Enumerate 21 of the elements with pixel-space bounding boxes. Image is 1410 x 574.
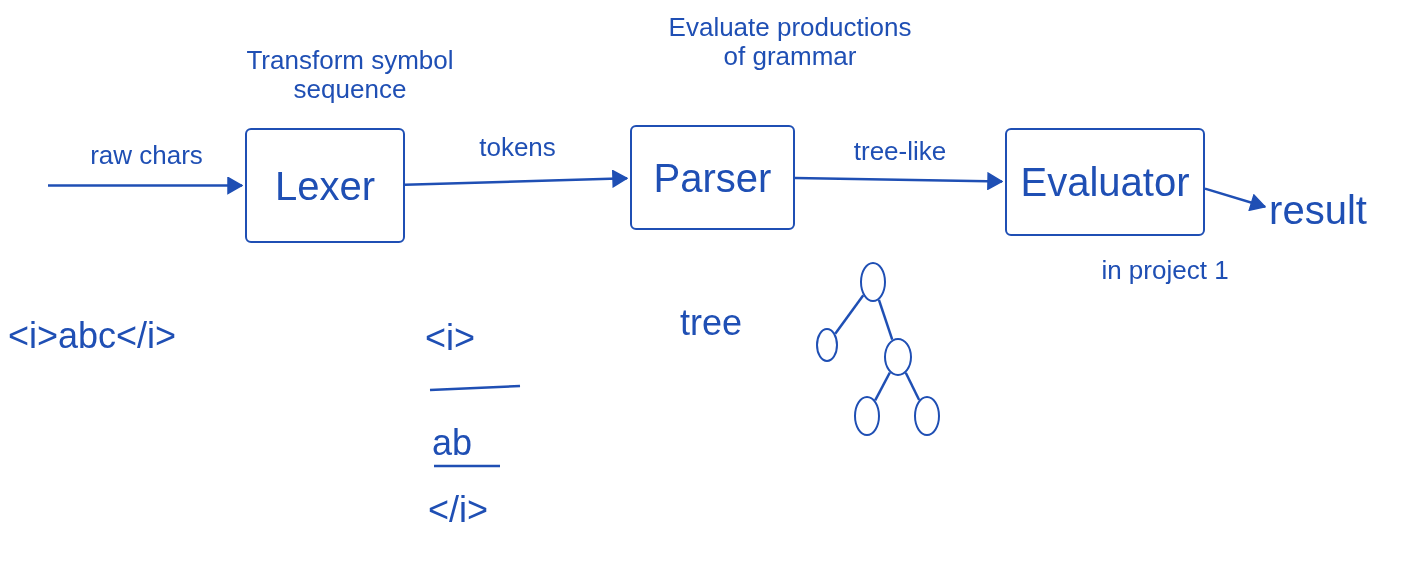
annotation-text: Transform symbol sequence [245, 46, 455, 104]
arrow [1204, 187, 1266, 212]
process-box: Lexer [245, 128, 405, 243]
tree-node-circle [884, 338, 912, 376]
tree-node-circle [914, 396, 940, 436]
process-box: Parser [630, 125, 795, 230]
note-text: <i>abc</i> [8, 318, 177, 354]
note-text: tree [680, 305, 743, 341]
tree-node-circle [816, 328, 838, 362]
arrow [794, 172, 1003, 190]
note-text: <i> [425, 320, 476, 356]
process-box: Evaluator [1005, 128, 1205, 236]
note-text: </i> [428, 492, 489, 528]
note-text: ab [432, 425, 473, 461]
tree-node-circle [860, 262, 886, 302]
annotation-text: in project 1 [1100, 256, 1230, 285]
annotation-text: Evaluate productions of grammar [667, 13, 913, 71]
tree-node-circle [854, 396, 880, 436]
arrow [48, 176, 243, 195]
arrow [404, 170, 628, 188]
output-text: result [1268, 150, 1368, 270]
